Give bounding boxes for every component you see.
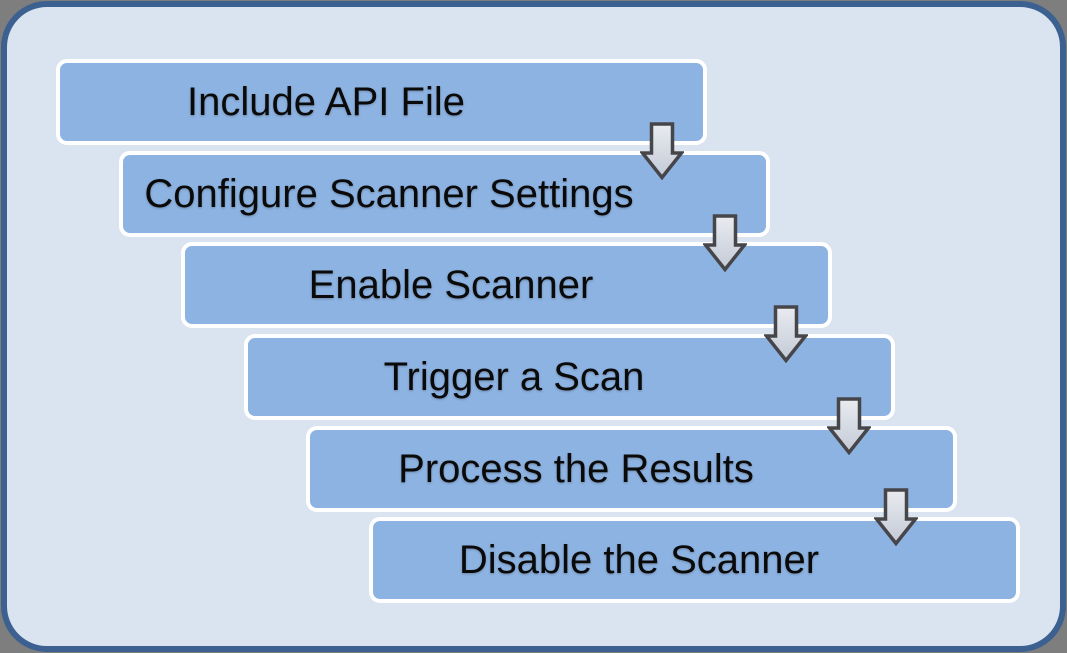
down-arrow-icon — [640, 122, 684, 180]
step-label: Disable the Scanner — [458, 538, 820, 582]
step-label: Include API File — [187, 80, 465, 124]
step-label-wrap: Disable the Scanner — [373, 521, 1016, 599]
down-arrow-icon — [874, 488, 918, 546]
step-label: Configure Scanner Settings — [144, 172, 634, 216]
down-arrow-icon — [764, 305, 808, 363]
step-label-wrap: Configure Scanner Settings — [123, 155, 766, 233]
step-box-disable-the-scanner: Disable the Scanner — [369, 517, 1020, 603]
step-label-wrap: Trigger a Scan — [248, 338, 891, 416]
down-arrow-icon — [703, 214, 747, 272]
step-label-wrap: Include API File — [60, 63, 703, 141]
step-label-wrap: Process the Results — [310, 430, 953, 508]
down-arrow-icon — [827, 397, 871, 455]
step-label: Trigger a Scan — [383, 355, 645, 399]
step-label-wrap: Enable Scanner — [185, 246, 828, 324]
step-box-include-api-file: Include API File — [56, 59, 707, 145]
step-label: Process the Results — [398, 447, 754, 491]
step-label: Enable Scanner — [308, 263, 594, 307]
